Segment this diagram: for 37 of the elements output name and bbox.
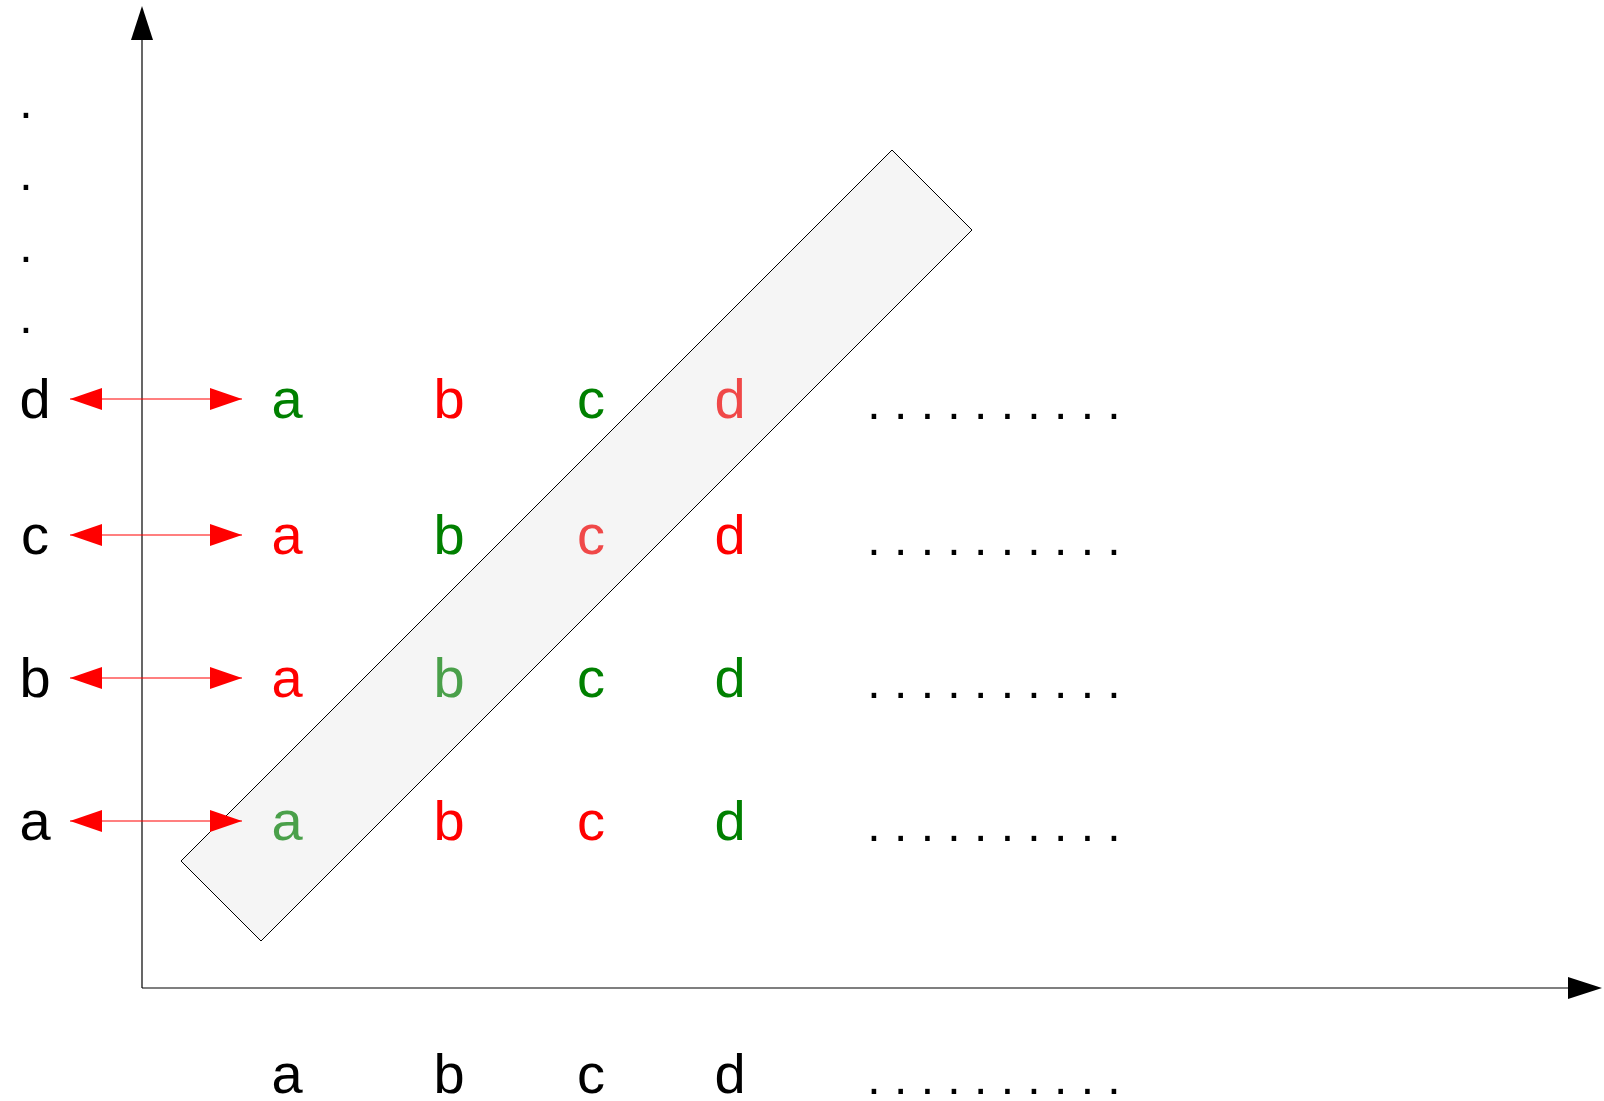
row-letter: a (242, 646, 332, 710)
grid-letter: c (576, 367, 606, 431)
grid-letter: b (432, 503, 466, 567)
grid-letter: c (576, 503, 606, 567)
double-arrow (69, 388, 243, 410)
axis-label: a (270, 1042, 304, 1101)
grid-letter: d (713, 789, 747, 853)
dot: . (18, 218, 34, 274)
row-letter: a (242, 789, 332, 853)
double-arrow (69, 810, 243, 832)
ellipsis: . . . . . . . . . . (866, 375, 1122, 431)
ellipsis: . . . . . . . . . . (866, 511, 1122, 567)
grid-letter: b (432, 367, 466, 431)
grid-letter: c (576, 789, 606, 853)
axis-label: b (432, 1042, 466, 1101)
axis-label: c (576, 1042, 606, 1101)
dot: . (18, 146, 34, 202)
double-arrow (69, 667, 243, 689)
grid-letter: d (713, 367, 747, 431)
ellipsis: . . . . . . . . . . (866, 1050, 1122, 1101)
grid-letter: c (576, 646, 606, 710)
grid-letter: b (432, 646, 466, 710)
ellipsis: . . . . . . . . . . (866, 797, 1122, 853)
row-letter: c (8, 503, 62, 567)
row-letter: b (8, 646, 62, 710)
row-letter: a (242, 503, 332, 567)
row-letter: a (242, 367, 332, 431)
double-arrow (69, 524, 243, 546)
grid-letter: d (713, 503, 747, 567)
row-letter: d (8, 367, 62, 431)
row-letter: a (8, 789, 62, 853)
axis-label: d (713, 1042, 747, 1101)
dot: . (18, 74, 34, 130)
dot: . (18, 289, 34, 345)
ellipsis: . . . . . . . . . . (866, 654, 1122, 710)
grid-letter: b (432, 789, 466, 853)
grid-letter: d (713, 646, 747, 710)
